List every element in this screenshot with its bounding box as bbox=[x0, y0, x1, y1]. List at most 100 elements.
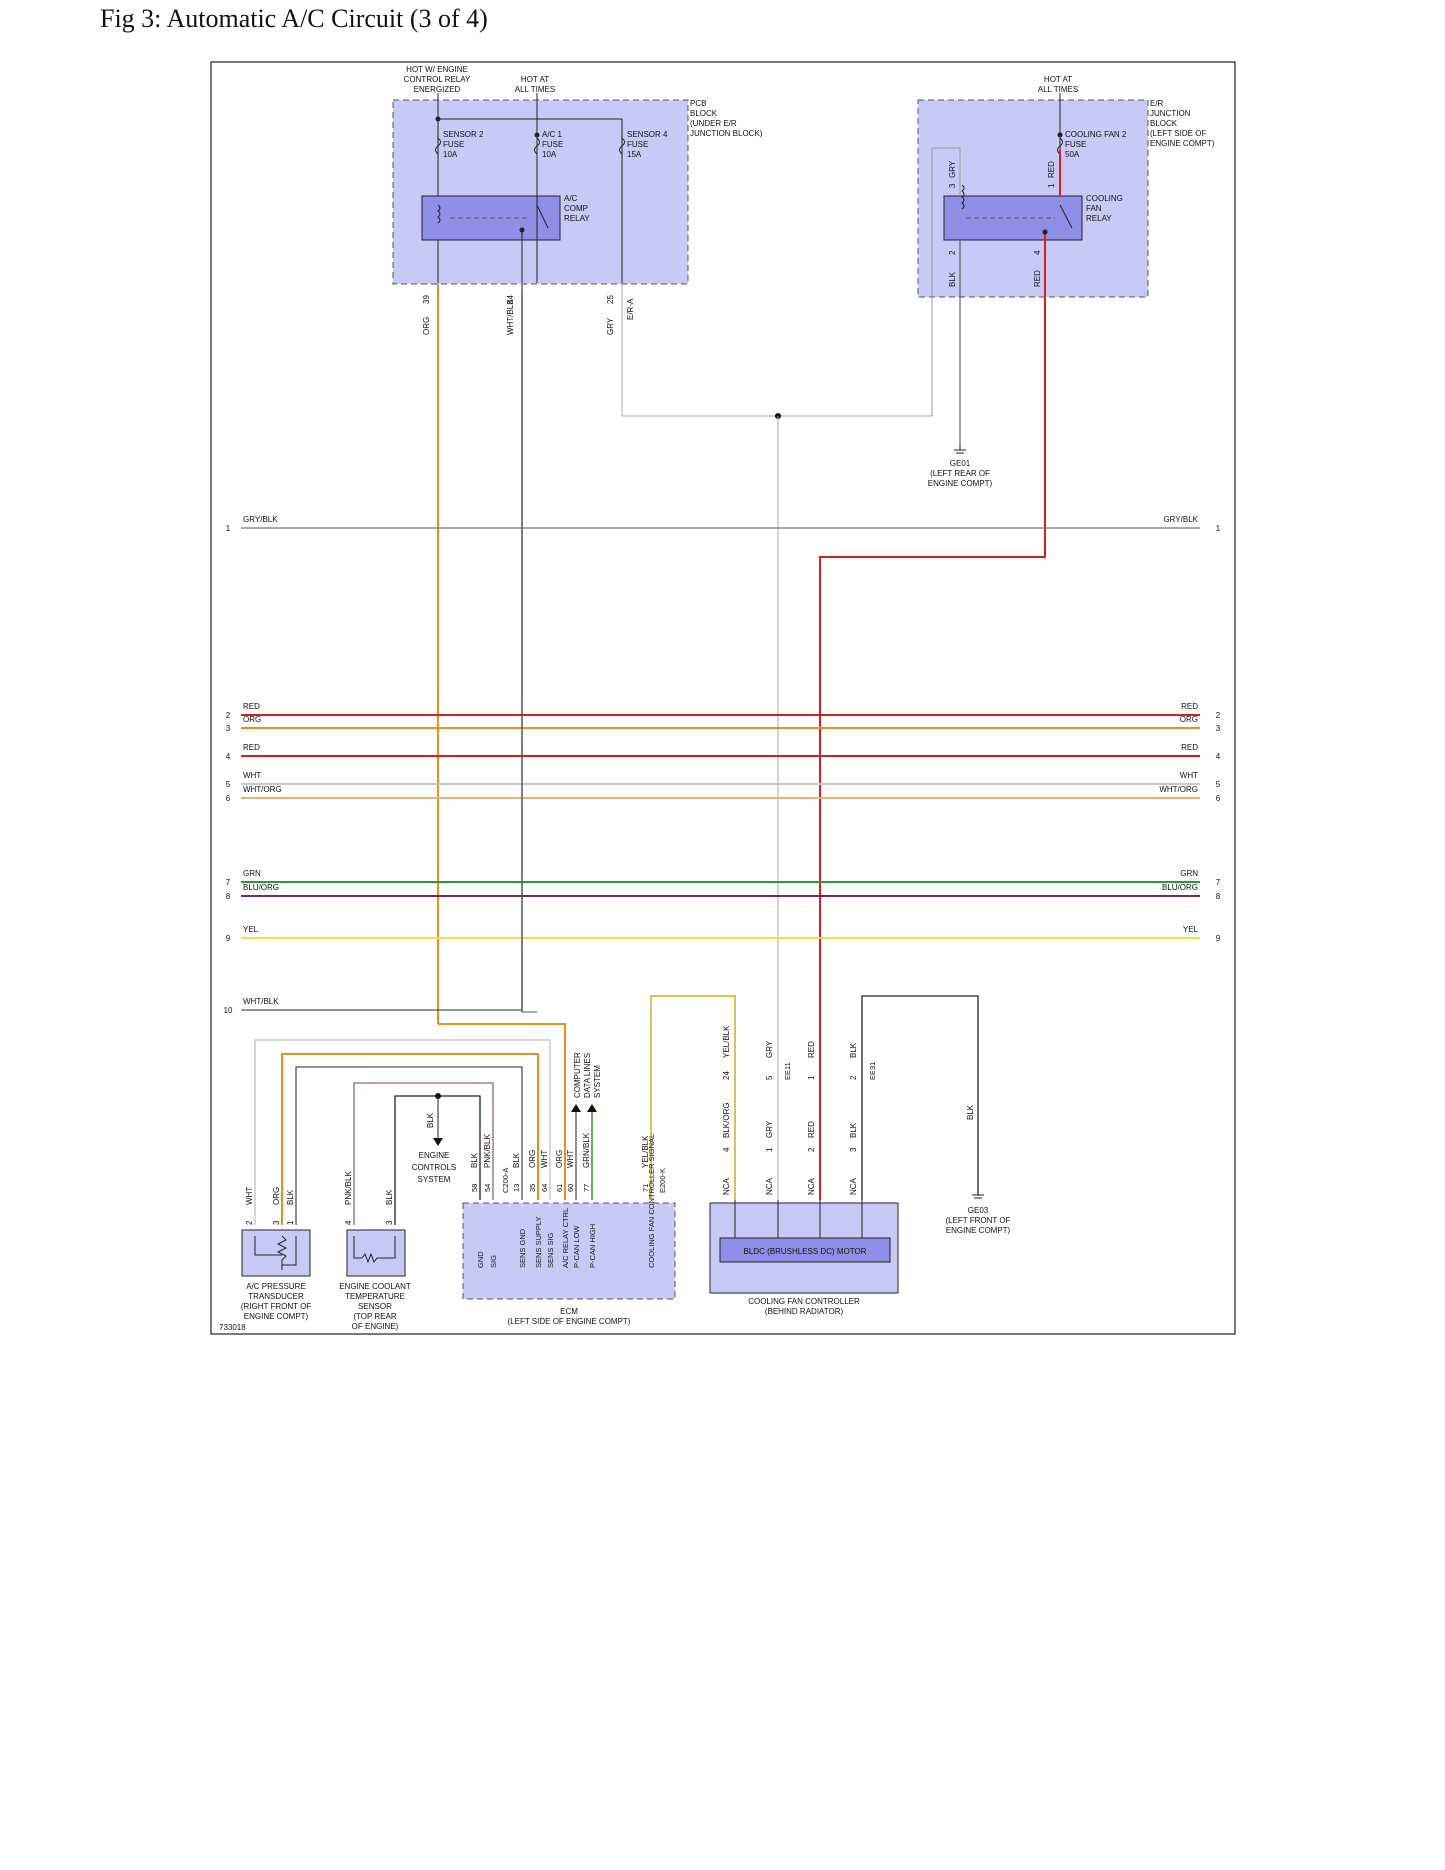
er-pin: 4 bbox=[1033, 250, 1042, 255]
ge01-label: ENGINE COMPT) bbox=[928, 479, 993, 488]
ecs-pin-color: BLK bbox=[385, 1189, 394, 1205]
ecs-label: SENSOR bbox=[358, 1302, 392, 1311]
figure-number: 733018 bbox=[219, 1323, 246, 1332]
er-junction-label: ENGINE COMPT) bbox=[1150, 139, 1215, 148]
bus-num-left: 4 bbox=[226, 752, 231, 761]
er-pin-color: RED bbox=[1033, 270, 1042, 287]
bus-num-right: 2 bbox=[1216, 711, 1221, 720]
fan-lower-pin-number: 4 bbox=[722, 1147, 731, 1152]
acp-label: ENGINE COMPT) bbox=[244, 1312, 309, 1321]
ecm-pin-number: 71 bbox=[641, 1184, 650, 1192]
fuse-label: 10A bbox=[443, 150, 458, 159]
ecm-connector-k: E200-K bbox=[658, 1168, 667, 1193]
computer-data-label: DATA LINES bbox=[583, 1053, 592, 1098]
bus-num-left: 10 bbox=[224, 1006, 233, 1015]
engine-controls-label: ENGINE bbox=[419, 1151, 450, 1160]
bus-label-right: BLU/ORG bbox=[1162, 883, 1198, 892]
cooling-fan-fuse-label: COOLING FAN 2 bbox=[1065, 130, 1127, 139]
fuse-label: SENSOR 2 bbox=[443, 130, 484, 139]
ecm-pin-function: P-CAN LOW bbox=[572, 1225, 581, 1268]
ground-ge01 bbox=[954, 445, 966, 454]
hot-all-times-label: ALL TIMES bbox=[515, 85, 555, 94]
er-junction-label: E/R bbox=[1150, 99, 1164, 108]
acp-pin-color: BLK bbox=[286, 1189, 295, 1205]
fuse-label: FUSE bbox=[443, 140, 464, 149]
ecm-pin-color: GRN/BLK bbox=[582, 1132, 591, 1168]
ecs-label: (TOP REAR bbox=[353, 1312, 396, 1321]
fan-nca-label: NCA bbox=[722, 1177, 731, 1195]
er-pin-color: RED bbox=[1047, 161, 1056, 178]
engine-controls-wire-color: BLK bbox=[426, 1112, 435, 1128]
ecm-pin-color: BLK bbox=[470, 1152, 479, 1168]
engine-coolant-sensor bbox=[346, 1229, 406, 1277]
bus-label-left: WHT/BLK bbox=[243, 997, 279, 1006]
bldc-motor bbox=[719, 1237, 891, 1263]
bus-num-left: 2 bbox=[226, 711, 231, 720]
bus-num-left: 3 bbox=[226, 724, 231, 733]
bus-num-right: 1 bbox=[1216, 524, 1221, 533]
cooling-fan-relay-label: RELAY bbox=[1086, 214, 1112, 223]
er-pin: 3 bbox=[948, 183, 957, 188]
bus-num-left: 8 bbox=[226, 892, 231, 901]
bus-num-right: 8 bbox=[1216, 892, 1221, 901]
ground-ge03 bbox=[972, 1194, 984, 1199]
fuse-label: FUSE bbox=[542, 140, 563, 149]
ecm-pin-function: SIG bbox=[489, 1255, 498, 1268]
ecm-pin-color: WHT bbox=[540, 1150, 549, 1168]
fan-lower-pin-color: GRY bbox=[765, 1120, 774, 1138]
ecm-pin-number: 60 bbox=[566, 1184, 575, 1192]
pcb-block-label: BLOCK bbox=[690, 109, 718, 118]
bus-label-left: ORG bbox=[243, 715, 261, 724]
bus-label-right: GRN bbox=[1180, 869, 1198, 878]
ecm-pin-function: COOLING FAN CONTROLLER SIGNAL bbox=[647, 1134, 656, 1268]
bus-num-right: 5 bbox=[1216, 780, 1221, 789]
engine-controls-label: SYSTEM bbox=[418, 1175, 451, 1184]
acp-pin-color: ORG bbox=[272, 1187, 281, 1205]
ecm-pin-number: 61 bbox=[555, 1184, 564, 1192]
pcb-block-label: JUNCTION BLOCK) bbox=[690, 129, 763, 138]
hot-all-times-label: ALL TIMES bbox=[1038, 85, 1078, 94]
bus-label-left: WHT bbox=[243, 771, 261, 780]
fuse-label: SENSOR 4 bbox=[627, 130, 668, 139]
fuse-label: A/C 1 bbox=[542, 130, 563, 139]
er-junction-label: JUNCTION bbox=[1150, 109, 1191, 118]
bus-num-left: 6 bbox=[226, 794, 231, 803]
pcb-pin-color: GRY bbox=[606, 317, 615, 335]
er-junction-label: BLOCK bbox=[1150, 119, 1178, 128]
bldc-motor-label: BLDC (BRUSHLESS DC) MOTOR bbox=[744, 1247, 867, 1256]
bus-label-left: YEL bbox=[243, 925, 259, 934]
diagram-frame bbox=[210, 61, 1236, 1335]
bus-label-right: ORG bbox=[1180, 715, 1198, 724]
fuse-symbols bbox=[435, 137, 625, 155]
fan-nca-label: NCA bbox=[849, 1177, 858, 1195]
acp-pin-number: 1 bbox=[286, 1220, 295, 1225]
bus-num-right: 4 bbox=[1216, 752, 1221, 761]
hot-all-times-label: HOT AT bbox=[521, 75, 549, 84]
ecm-pin-function: SENS GND bbox=[518, 1228, 527, 1268]
fan-upper-pin-number: 5 bbox=[765, 1075, 774, 1080]
fan-upper-pin-color: GRY bbox=[765, 1040, 774, 1058]
ecs-pin-color: PNK/BLK bbox=[344, 1171, 353, 1205]
ecm-box bbox=[462, 1202, 676, 1300]
ecm-pin-function: P-CAN HIGH bbox=[588, 1224, 597, 1268]
ecm-label: (LEFT SIDE OF ENGINE COMPT) bbox=[508, 1317, 631, 1326]
bus-lines bbox=[241, 527, 1200, 1011]
fan-upper-pin-color: YEL/BLK bbox=[722, 1025, 731, 1058]
bus-num-left: 9 bbox=[226, 934, 231, 943]
bus-num-left: 5 bbox=[226, 780, 231, 789]
bus-num-right: 6 bbox=[1216, 794, 1221, 803]
bus-label-left: RED bbox=[243, 743, 260, 752]
ecm-pin-number: 64 bbox=[540, 1184, 549, 1192]
fan-nca-label: NCA bbox=[807, 1177, 816, 1195]
ecs-pin-number: 3 bbox=[385, 1220, 394, 1225]
ecm-pin-number: 13 bbox=[512, 1184, 521, 1192]
er-junction-label: (LEFT SIDE OF bbox=[1150, 129, 1206, 138]
ge03-label: GE03 bbox=[968, 1206, 989, 1215]
bus-num-right: 3 bbox=[1216, 724, 1221, 733]
ecs-pin-number: 4 bbox=[344, 1220, 353, 1225]
hot-engine-relay-label: HOT W/ ENGINE bbox=[406, 65, 468, 74]
ge03-label: (LEFT FRONT OF bbox=[945, 1216, 1010, 1225]
pcb-pin-number: 25 bbox=[606, 295, 615, 304]
ecm-pin-function: SENS SIG bbox=[546, 1232, 555, 1268]
